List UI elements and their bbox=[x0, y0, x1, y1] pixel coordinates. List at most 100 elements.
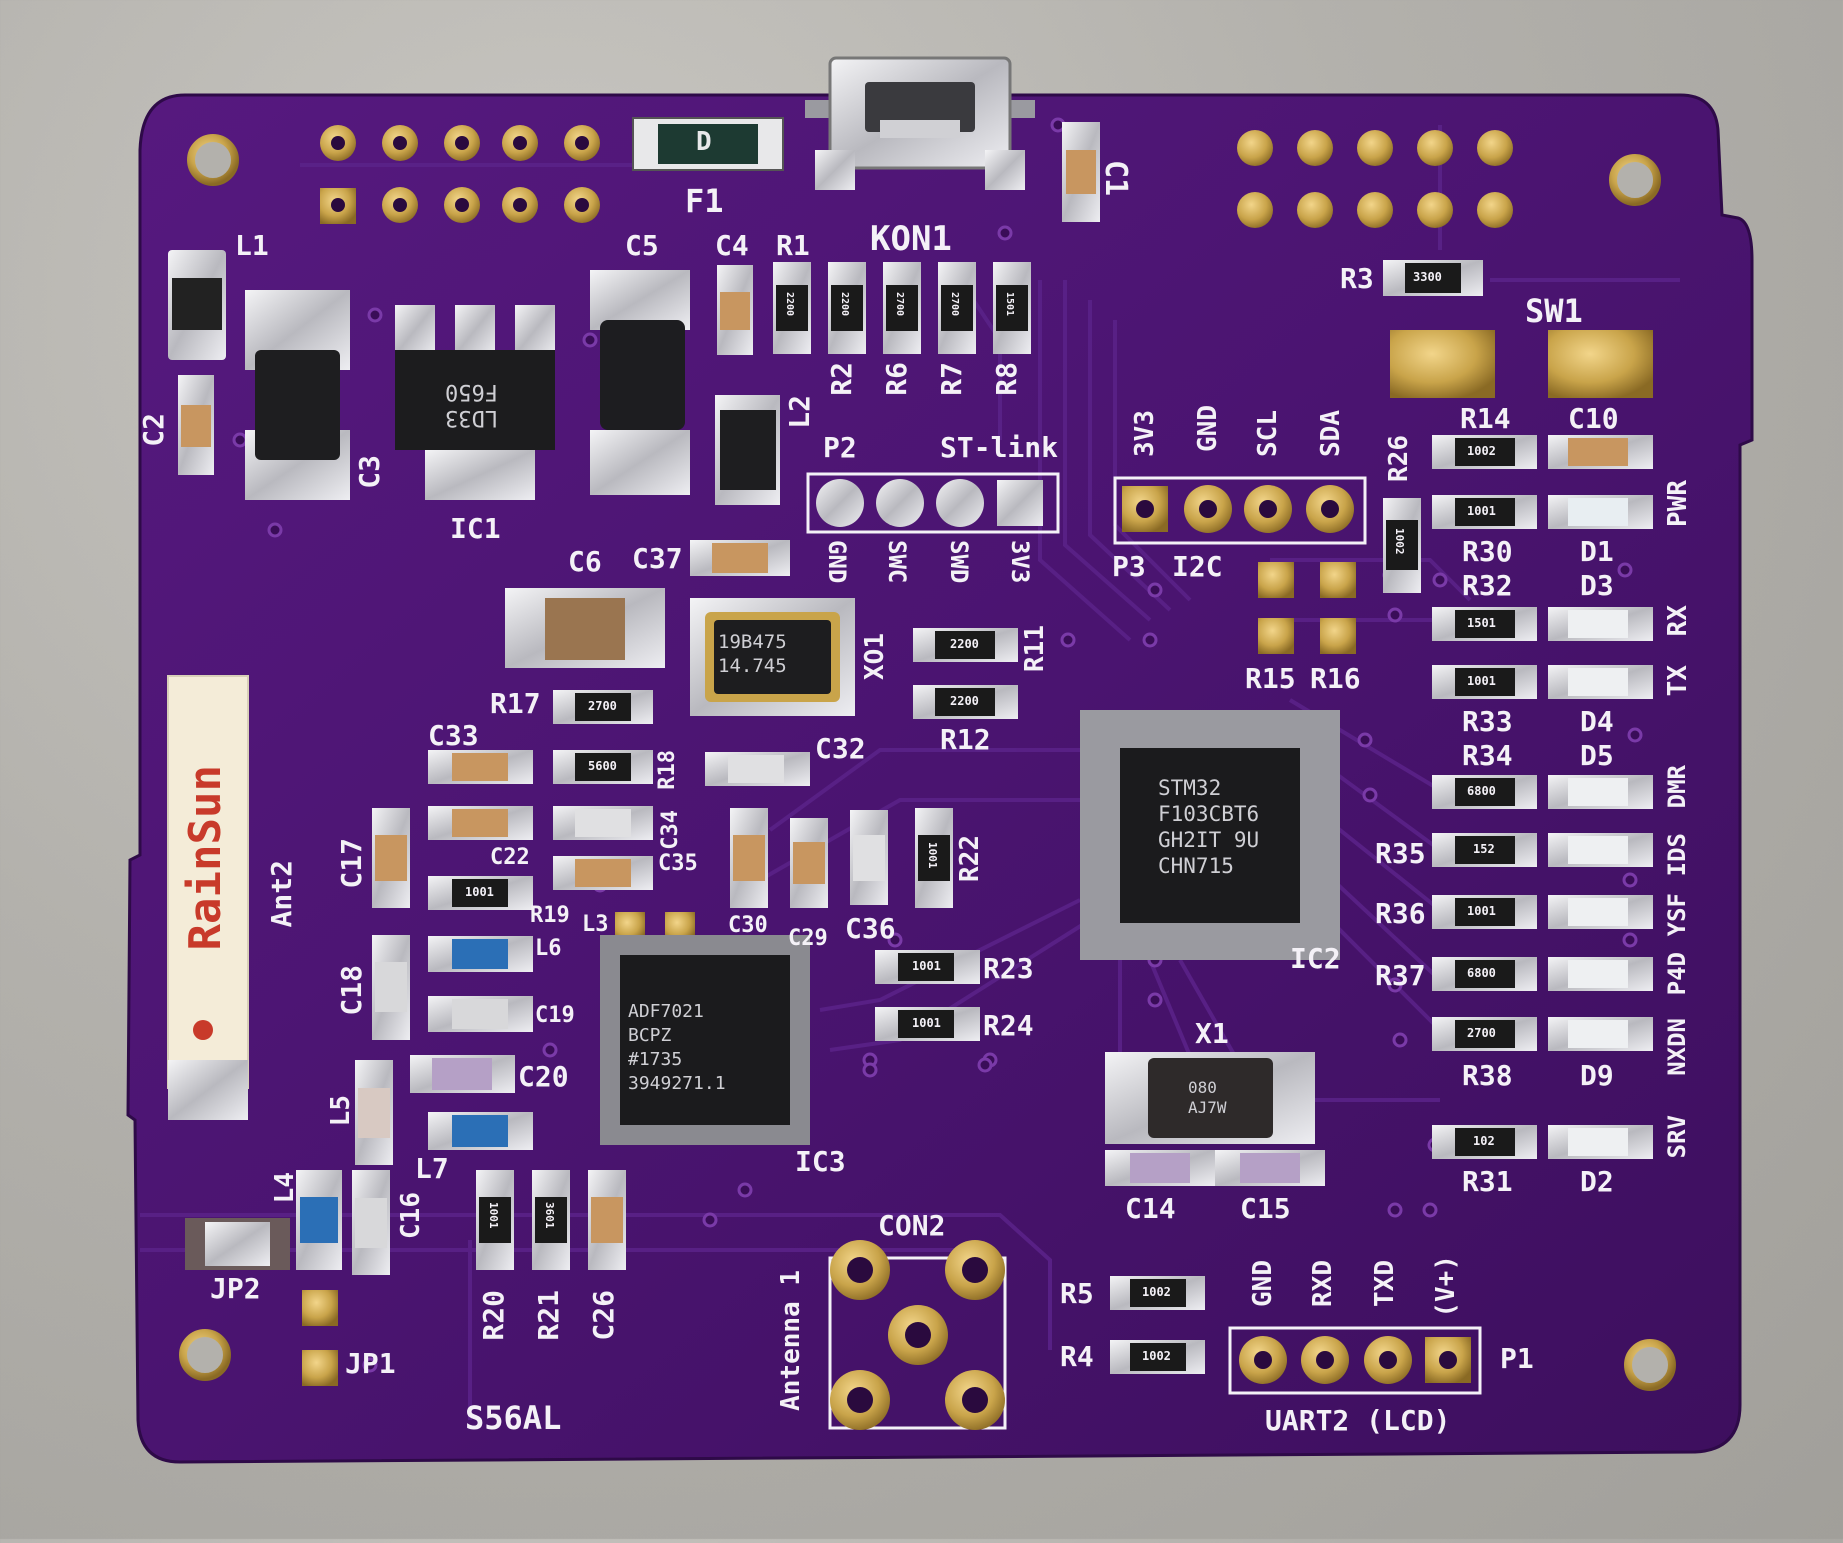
label-d5: D5 bbox=[1580, 739, 1614, 772]
label-jp1: JP1 bbox=[345, 1347, 396, 1380]
label-r22: R22 bbox=[955, 835, 985, 882]
label-r12: R12 bbox=[940, 723, 991, 756]
code-r20: 1001 bbox=[487, 1202, 500, 1229]
jumper-pads-r15-r16 bbox=[1258, 562, 1356, 654]
ld33-line-1: LD33 bbox=[445, 405, 498, 430]
label-p2-swc: SWC bbox=[883, 540, 911, 584]
resistor-r12 bbox=[913, 685, 1018, 719]
label-r1: R1 bbox=[776, 229, 810, 262]
label-r37: R37 bbox=[1375, 959, 1426, 992]
capacitor-c37 bbox=[690, 540, 790, 576]
label-d9: D9 bbox=[1580, 1059, 1614, 1092]
microcontroller-ic2 bbox=[1080, 710, 1340, 960]
label-ic3: IC3 bbox=[795, 1145, 846, 1178]
label-c26: C26 bbox=[587, 1290, 620, 1341]
code-r1: 2200 bbox=[784, 292, 795, 317]
stm32-line-1: STM32 bbox=[1158, 776, 1222, 800]
code-r31: 102 bbox=[1473, 1134, 1495, 1148]
regulator-ic1 bbox=[395, 305, 555, 500]
label-p3: P3 bbox=[1112, 550, 1146, 583]
label-srv: SRV bbox=[1663, 1115, 1691, 1159]
label-nxdn: NXDN bbox=[1663, 1018, 1691, 1076]
label-dmr: DMR bbox=[1663, 765, 1691, 809]
capacitor-c15 bbox=[1215, 1150, 1325, 1186]
code-r38: 2700 bbox=[1467, 1026, 1496, 1040]
label-r2: R2 bbox=[825, 362, 858, 396]
code-r11: 2200 bbox=[950, 637, 979, 651]
header-p3 bbox=[1113, 476, 1367, 545]
adf7021-line-4: 3949271.1 bbox=[628, 1073, 726, 1094]
code-r5: 1002 bbox=[1142, 1285, 1171, 1299]
label-l3: L3 bbox=[582, 912, 609, 937]
label-xo1: XO1 bbox=[860, 633, 890, 680]
label-p1-rxd: RXD bbox=[1308, 1260, 1338, 1307]
code-r14: 1002 bbox=[1467, 444, 1496, 458]
resistor-column-right bbox=[1432, 435, 1537, 1159]
board-name: S56AL bbox=[465, 1399, 562, 1437]
code-r7: 2700 bbox=[949, 292, 960, 317]
tcxo-line-1: 19B475 bbox=[718, 631, 787, 653]
label-r5: R5 bbox=[1060, 1277, 1094, 1310]
tcxo-marking: 19B475 14.745 bbox=[718, 630, 787, 678]
inductor-l2 bbox=[715, 395, 780, 505]
label-x1: X1 bbox=[1195, 1017, 1229, 1050]
label-r15: R15 bbox=[1245, 662, 1296, 695]
label-r17: R17 bbox=[490, 687, 541, 720]
capacitor-c2 bbox=[178, 375, 214, 475]
label-jp2: JP2 bbox=[210, 1272, 261, 1305]
code-r36: 1001 bbox=[1467, 904, 1496, 918]
label-l7: L7 bbox=[415, 1152, 449, 1185]
label-c16: C16 bbox=[396, 1192, 426, 1239]
crystal-x1 bbox=[1105, 1052, 1315, 1144]
label-ysf: YSF bbox=[1663, 893, 1691, 937]
label-d2: D2 bbox=[1580, 1165, 1614, 1198]
label-sw1: SW1 bbox=[1525, 292, 1583, 330]
capacitor-c4 bbox=[717, 265, 753, 355]
header-top-right bbox=[1237, 130, 1513, 228]
label-c30: C30 bbox=[728, 913, 768, 938]
label-r6: R6 bbox=[880, 362, 913, 396]
resistor-r24 bbox=[875, 1007, 980, 1041]
label-l2: L2 bbox=[783, 395, 816, 429]
adf7021-line-2: BCPZ bbox=[628, 1025, 672, 1046]
label-r21: R21 bbox=[532, 1290, 565, 1341]
stm32-line-4: CHN715 bbox=[1158, 854, 1234, 878]
label-l1: L1 bbox=[235, 229, 269, 262]
label-p2-gnd: GND bbox=[823, 540, 851, 584]
label-c22: C22 bbox=[490, 845, 530, 870]
led-column-right bbox=[1548, 435, 1653, 1159]
label-rx: RX bbox=[1663, 605, 1693, 637]
label-p3-scl: SCL bbox=[1253, 410, 1283, 457]
label-c33: C33 bbox=[428, 719, 479, 752]
label-p2-3v3: 3V3 bbox=[1006, 540, 1034, 584]
label-d3: D3 bbox=[1580, 569, 1614, 602]
xtal-line-1: 080 bbox=[1188, 1078, 1217, 1097]
code-r33: 1001 bbox=[1467, 674, 1496, 688]
code-r4: 1002 bbox=[1142, 1349, 1171, 1363]
label-c17: C17 bbox=[335, 838, 368, 889]
xtal-line-2: AJ7W bbox=[1188, 1098, 1227, 1117]
label-r8: R8 bbox=[990, 362, 1023, 396]
label-r36: R36 bbox=[1375, 897, 1426, 930]
label-ic2: IC2 bbox=[1290, 942, 1341, 975]
usb-connector bbox=[805, 56, 1035, 190]
label-ant2: Ant2 bbox=[265, 860, 298, 928]
capacitor-c3 bbox=[245, 290, 350, 500]
label-st-link: ST-link bbox=[940, 431, 1059, 464]
label-r26: R26 bbox=[1384, 435, 1414, 482]
label-p2-swd: SWD bbox=[945, 540, 973, 584]
capacitor-c17 bbox=[372, 808, 410, 908]
capacitor-c14 bbox=[1105, 1150, 1215, 1186]
code-r6: 2700 bbox=[894, 292, 905, 317]
label-r7: R7 bbox=[935, 362, 968, 396]
resistors-top-row bbox=[773, 262, 1031, 354]
label-p3-3v3: 3V3 bbox=[1130, 410, 1160, 457]
sma-connector-con2 bbox=[828, 1240, 1007, 1430]
label-l4: L4 bbox=[270, 1172, 300, 1204]
switch-sw1-pads bbox=[1390, 330, 1653, 398]
label-r34: R34 bbox=[1462, 739, 1513, 772]
label-c19: C19 bbox=[535, 1003, 575, 1028]
label-p2: P2 bbox=[823, 431, 857, 464]
label-con2: CON2 bbox=[878, 1209, 946, 1242]
label-c18: C18 bbox=[335, 965, 368, 1016]
